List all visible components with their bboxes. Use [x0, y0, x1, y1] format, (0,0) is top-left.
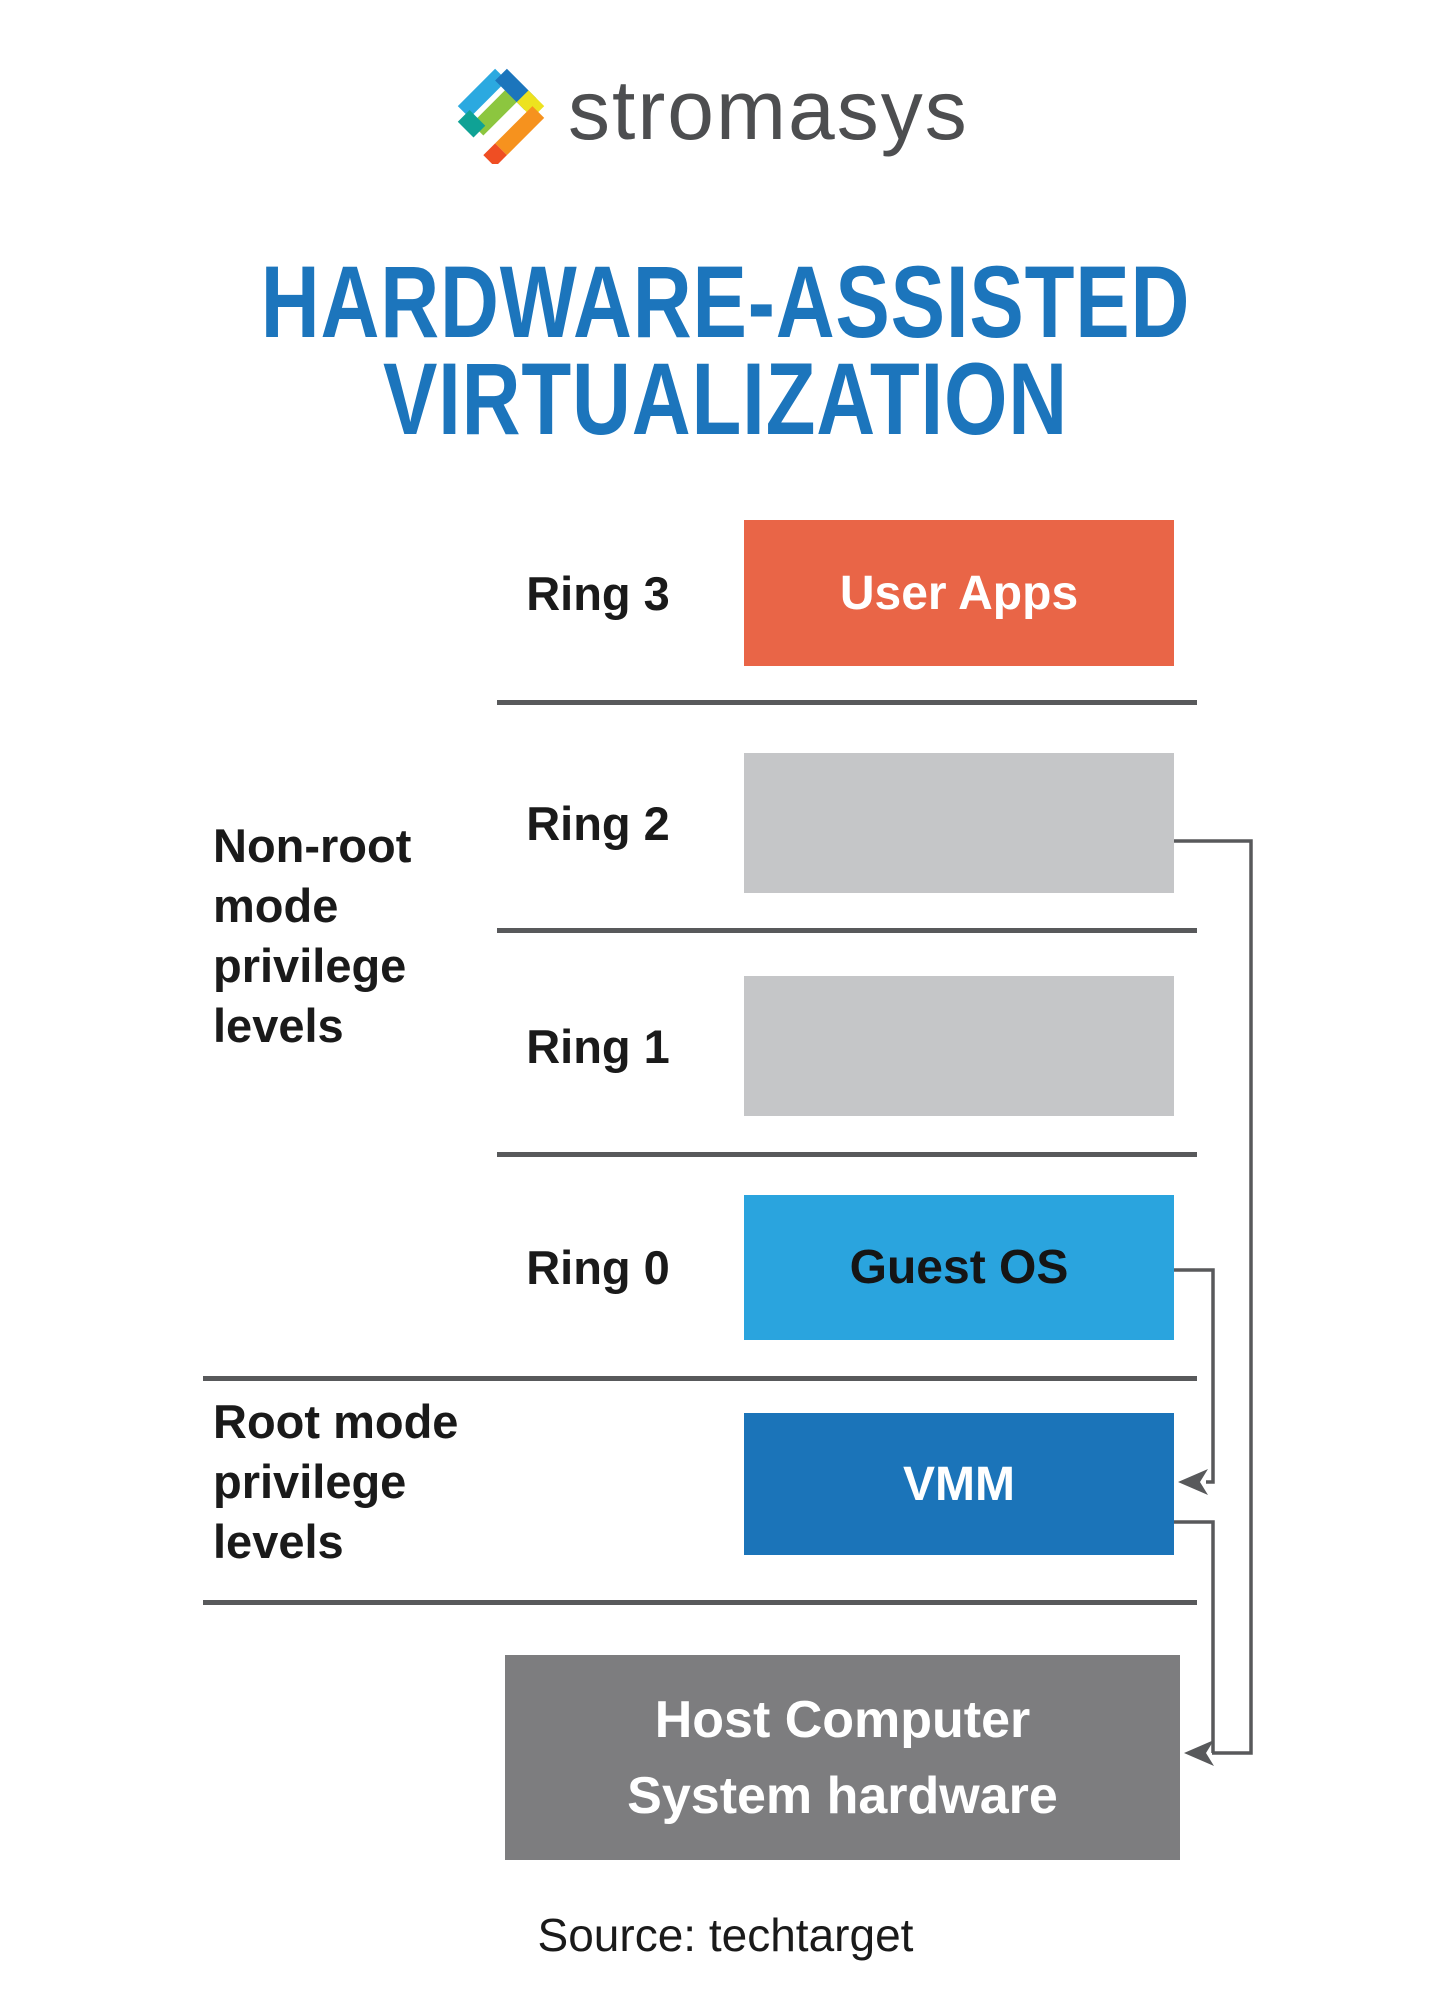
non-root-label-line-1: Non-root [213, 819, 412, 872]
root-label-line-2: privilege [213, 1455, 407, 1508]
non-root-label-line-2: mode [213, 879, 339, 932]
divider-ring1-ring0 [497, 1152, 1197, 1157]
source-caption: Source: techtarget [537, 1909, 914, 1961]
user-apps-box: User Apps [744, 520, 1174, 666]
divider-ring2-ring1 [497, 928, 1197, 933]
root-label-line-3: levels [213, 1515, 344, 1568]
non-root-label-line-3: privilege [213, 939, 407, 992]
title-line-2: VIRTUALIZATION [382, 342, 1069, 456]
ring2-label: Ring 2 [526, 797, 670, 850]
divider-nonroot-root [203, 1376, 1197, 1381]
title-line-1: HARDWARE-ASSISTED [260, 245, 1191, 359]
divider-root-host [203, 1600, 1197, 1605]
user-apps-box-label: User Apps [839, 566, 1079, 620]
divider-ring3-ring2 [497, 700, 1197, 705]
ring0-label: Ring 0 [526, 1241, 670, 1294]
non-root-mode-label: Non-root mode privilege levels [213, 816, 411, 1056]
brand-name: stromasys [568, 63, 969, 157]
connector-ring2-to-host [1174, 839, 1253, 1755]
ring1-empty-box [744, 976, 1174, 1116]
guest-os-box-label: Guest OS [849, 1241, 1069, 1294]
host-hardware-box: Host Computer System hardware [505, 1655, 1180, 1860]
page-title: HARDWARE-ASSISTED VIRTUALIZATION [145, 251, 1306, 450]
root-label-line-1: Root mode [213, 1395, 459, 1448]
host-box-line-2: System hardware [627, 1766, 1058, 1825]
ring2-empty-box [744, 753, 1174, 893]
ring3-label: Ring 3 [526, 567, 670, 620]
host-box-line-1: Host Computer [654, 1690, 1031, 1749]
non-root-label-line-4: levels [213, 999, 344, 1052]
arrow-left-icon-host [1184, 1740, 1214, 1766]
ring1-label: Ring 1 [526, 1020, 670, 1073]
stromasys-logo-icon [457, 68, 545, 164]
arrow-left-icon-vmm [1178, 1469, 1208, 1495]
root-mode-label: Root mode privilege levels [213, 1392, 458, 1572]
vmm-box-label: VMM [903, 1457, 1015, 1511]
vmm-box: VMM [744, 1413, 1174, 1555]
guest-os-box: Guest OS [744, 1195, 1174, 1340]
